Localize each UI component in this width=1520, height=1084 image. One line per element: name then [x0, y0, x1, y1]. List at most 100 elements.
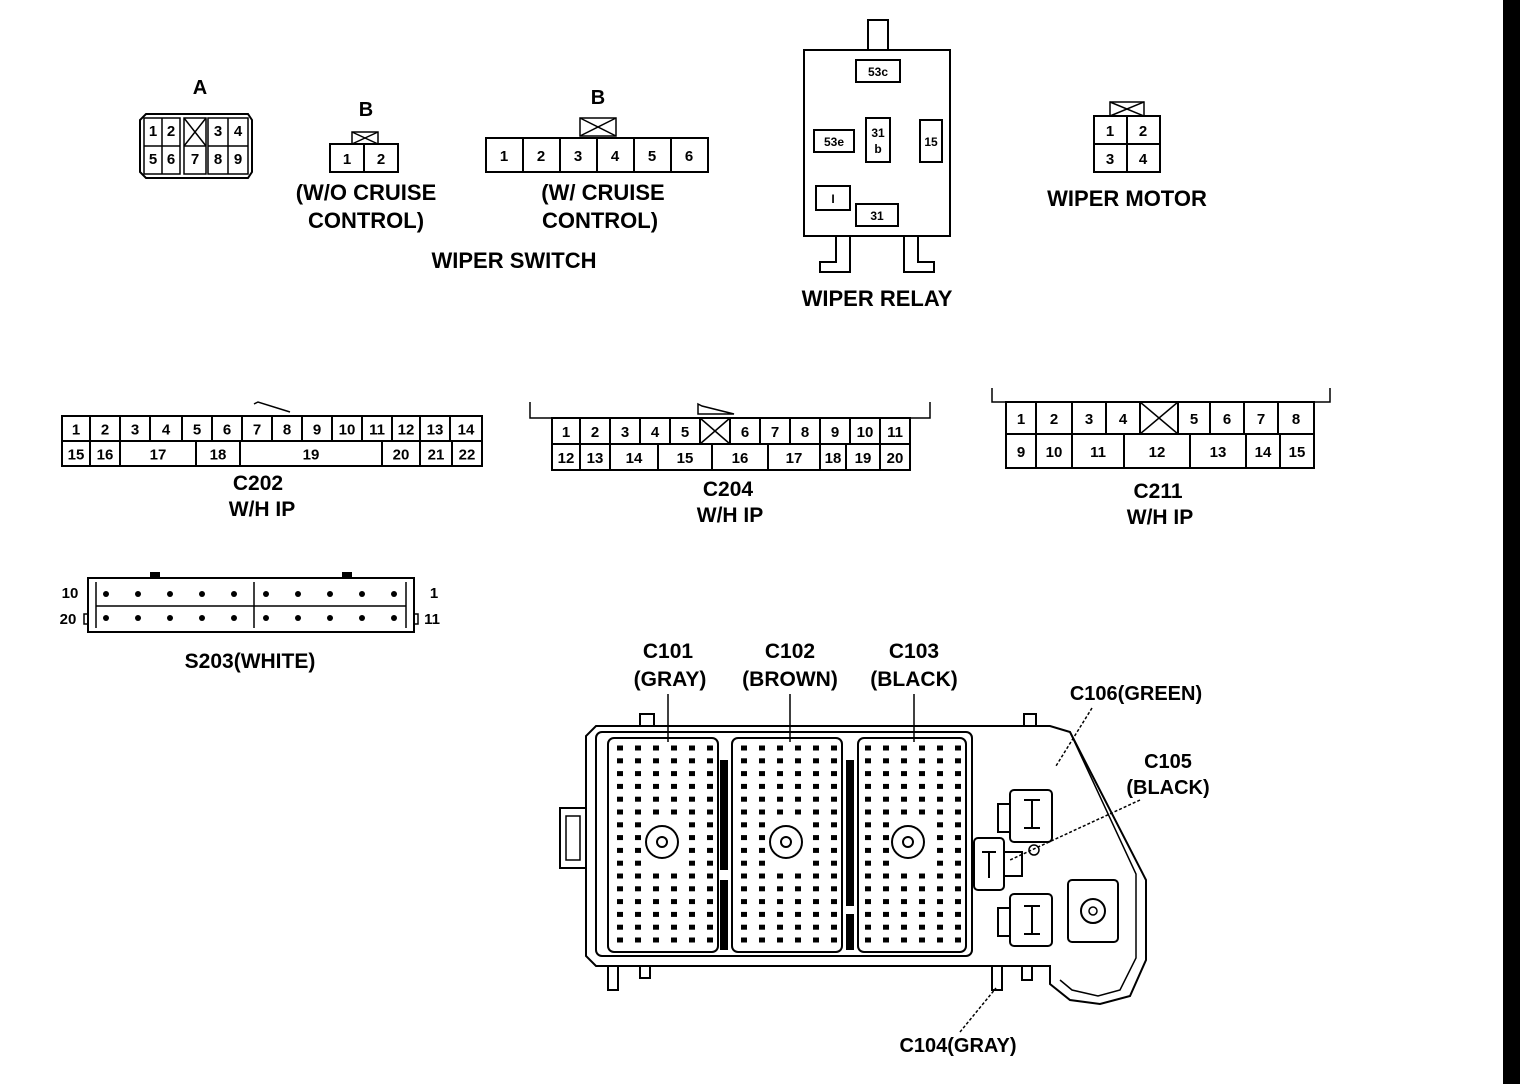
c103-name: C103	[889, 640, 939, 663]
c202-pin-19: 19	[303, 447, 320, 464]
relay-terminal-i: I	[831, 192, 834, 206]
s203-terminal	[199, 591, 205, 597]
conn-a-pin-7: 7	[191, 151, 199, 168]
c204-pin-16: 16	[732, 450, 749, 467]
c204-subtitle: W/H IP	[697, 504, 764, 527]
c211-pin-2: 2	[1050, 411, 1058, 428]
c102-pin-grid	[741, 745, 837, 943]
c211-pin-4: 4	[1119, 411, 1128, 428]
s203-terminal	[231, 615, 237, 621]
c202-pin-12: 12	[398, 422, 415, 439]
connector-b1-label: B	[359, 99, 373, 121]
conn-b2-pin-1: 1	[500, 148, 508, 165]
s203-terminal	[327, 615, 333, 621]
s203-terminal	[135, 615, 141, 621]
s203-terminal	[199, 615, 205, 621]
motor-pin-1: 1	[1106, 123, 1114, 140]
conn-a-pin-3: 3	[214, 123, 222, 140]
c204-pin-18: 18	[825, 450, 842, 467]
wiper-switch-connector-a: A 1 2 3 4 5 6 7 8 9	[139, 77, 253, 179]
c202-pin-6: 6	[223, 422, 231, 439]
c102-color: (BROWN)	[742, 668, 838, 691]
c204-pin-9: 9	[831, 424, 839, 441]
conn-b2-caption-line2: CONTROL)	[542, 208, 658, 233]
fuse-block: C101 (GRAY) C102 (BROWN) C103 (BLACK) C1…	[559, 640, 1210, 1057]
s203-label-20: 20	[60, 611, 77, 628]
wiper-motor-connector: 1 2 3 4 WIPER MOTOR	[1047, 101, 1207, 211]
c204-pin-10: 10	[857, 424, 874, 441]
c204-pin-12: 12	[558, 450, 575, 467]
c204-pin-1: 1	[562, 424, 570, 441]
s203-terminal	[263, 591, 269, 597]
c204-pin-2: 2	[591, 424, 599, 441]
c101-pin-grid	[617, 745, 713, 943]
c202-pin-20: 20	[393, 447, 410, 464]
c202-subtitle: W/H IP	[229, 498, 296, 521]
c204-pin-3: 3	[621, 424, 629, 441]
s203-terminal	[295, 615, 301, 621]
wiper-motor-title: WIPER MOTOR	[1047, 186, 1207, 211]
c211-name: C211	[1133, 480, 1182, 503]
relay-terminal-15: 15	[924, 135, 938, 149]
c204-pin-7: 7	[771, 424, 779, 441]
c211-pin-6: 6	[1223, 411, 1231, 428]
s203-label-10: 10	[62, 585, 79, 602]
c202-pin-21: 21	[428, 447, 445, 464]
c102-name: C102	[765, 640, 815, 663]
c204-pin-4: 4	[651, 424, 660, 441]
c202-pin-2: 2	[101, 422, 109, 439]
wiper-relay-title: WIPER RELAY	[802, 286, 953, 311]
c202-pin-17: 17	[150, 447, 167, 464]
s203-name: S203(WHITE)	[185, 650, 316, 673]
c202-pin-4: 4	[162, 422, 171, 439]
conn-b2-pin-5: 5	[648, 148, 656, 165]
c204-pin-6: 6	[741, 424, 749, 441]
c211-pin-11: 11	[1090, 444, 1106, 461]
s203-terminal	[167, 615, 173, 621]
s203-label-11: 11	[424, 611, 440, 628]
motor-pin-3: 3	[1106, 151, 1114, 168]
c106-name: C106(GREEN)	[1070, 683, 1202, 705]
c211-pin-7: 7	[1257, 411, 1265, 428]
c204-pin-17: 17	[786, 450, 803, 467]
wiper-switch-connector-b-cruise: B 1 2 3 4 5 6 (W/ CRUISE CONTROL)	[485, 87, 709, 233]
conn-a-pin-6: 6	[167, 151, 175, 168]
c202-pin-7: 7	[253, 422, 261, 439]
wiper-relay: 53c 53e 31 b 15 I 31 WIPER RELAY	[802, 19, 953, 311]
conn-b1-caption-line2: CONTROL)	[308, 208, 424, 233]
c211-pin-9: 9	[1017, 444, 1025, 461]
conn-b2-caption-line1: (W/ CRUISE	[541, 180, 664, 205]
c211-subtitle: W/H IP	[1127, 506, 1194, 529]
motor-pin-4: 4	[1139, 151, 1148, 168]
c202-pin-16: 16	[97, 447, 114, 464]
s203-terminal	[295, 591, 301, 597]
c202-pin-15: 15	[68, 447, 85, 464]
c211-pin-13: 13	[1210, 444, 1227, 461]
conn-b2-pin-4: 4	[611, 148, 620, 165]
s203-terminal	[263, 615, 269, 621]
c204-pin-19: 19	[855, 450, 872, 467]
s203-terminal	[103, 591, 109, 597]
s203-terminal	[359, 615, 365, 621]
s203-terminal	[135, 591, 141, 597]
c211-pin-1: 1	[1017, 411, 1025, 428]
c202-pin-10: 10	[339, 422, 356, 439]
conn-b1-pin-1: 1	[343, 151, 351, 168]
c204-pin-11: 11	[887, 424, 903, 441]
s203-terminal	[327, 591, 333, 597]
c204-pin-20: 20	[887, 450, 904, 467]
page-edge-bar	[1503, 0, 1520, 1084]
c101-name: C101	[643, 640, 694, 663]
relay-terminal-31: 31	[870, 209, 884, 223]
conn-b2-pin-3: 3	[574, 148, 582, 165]
conn-b2-pin-2: 2	[537, 148, 545, 165]
c104-name: C104(GRAY)	[899, 1035, 1016, 1057]
wiper-switch-connector-b-no-cruise: B 1 2 (W/O CRUISE CONTROL)	[296, 99, 437, 233]
motor-pin-2: 2	[1139, 123, 1147, 140]
connector-b2-label: B	[591, 87, 605, 109]
relay-terminal-31b-bottom: b	[874, 142, 881, 156]
s203-terminal	[167, 591, 173, 597]
